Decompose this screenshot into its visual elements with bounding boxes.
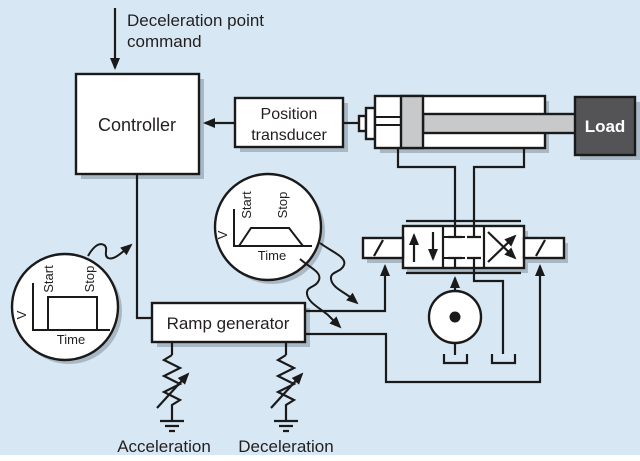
tank-symbol-left bbox=[442, 354, 469, 365]
left-solenoid bbox=[361, 236, 405, 260]
acceleration-potentiometer bbox=[156, 342, 190, 433]
transducer-probe bbox=[375, 116, 402, 126]
transducer-label-line2: transducer bbox=[251, 127, 327, 144]
time-axis-label: Time bbox=[57, 332, 85, 347]
ramp-generator-label: Ramp generator bbox=[167, 314, 290, 333]
start-label: Start bbox=[41, 265, 56, 293]
command-label-line2: command bbox=[127, 32, 202, 51]
ground-icon bbox=[274, 419, 298, 433]
v-axis-label: V bbox=[14, 310, 29, 319]
axes bbox=[32, 283, 110, 331]
valve-center-position bbox=[444, 226, 505, 354]
bottom-margin-strip bbox=[0, 455, 640, 461]
axes bbox=[233, 209, 312, 247]
controller-box: Controller bbox=[74, 72, 201, 176]
hydraulic-cylinder bbox=[373, 94, 578, 150]
directional-valve bbox=[361, 219, 566, 354]
valve-body bbox=[401, 224, 526, 270]
acceleration-label: Acceleration bbox=[117, 437, 211, 456]
wiper-arrow bbox=[270, 372, 304, 409]
trapezoid-curve bbox=[238, 227, 304, 247]
start-label: Start bbox=[239, 191, 254, 219]
trapezoid-inset-callout-squiggles bbox=[299, 242, 359, 329]
wiper-arrow bbox=[156, 372, 190, 409]
v-axis-label: V bbox=[215, 230, 230, 239]
valve-left-position bbox=[409, 232, 438, 262]
load-label: Load bbox=[585, 117, 626, 136]
time-axis-label: Time bbox=[258, 248, 286, 263]
ground-icon bbox=[160, 419, 184, 433]
transducer-label-line1: Position bbox=[261, 106, 318, 123]
stop-label: Stop bbox=[82, 266, 97, 293]
deceleration-label: Deceleration bbox=[238, 437, 333, 456]
trapezoid-profile-inset: V Start Stop Time bbox=[213, 172, 323, 282]
step-curve bbox=[47, 296, 98, 330]
stop-label: Stop bbox=[275, 192, 290, 219]
controller-to-ramp-line bbox=[135, 174, 151, 320]
position-transducer-box: Position transducer bbox=[233, 96, 345, 149]
step-profile-inset: V Start Stop Time bbox=[10, 252, 120, 362]
deceleration-potentiometer bbox=[270, 342, 304, 433]
tank-symbol-right bbox=[490, 354, 517, 365]
controller-label: Controller bbox=[98, 115, 176, 135]
upper-pilot-line bbox=[305, 264, 390, 313]
piston-rod bbox=[421, 112, 578, 135]
piston bbox=[399, 94, 425, 150]
step-inset-callout-squiggle bbox=[87, 243, 133, 260]
right-solenoid bbox=[522, 236, 566, 260]
cylinder-port-lines bbox=[396, 148, 526, 236]
valve-right-position bbox=[487, 231, 517, 263]
load-box: Load bbox=[573, 95, 637, 157]
ramp-generator-box: Ramp generator bbox=[150, 301, 307, 344]
pump-symbol bbox=[427, 276, 483, 355]
command-label-line1: Deceleration point bbox=[127, 11, 264, 30]
lower-pilot-line bbox=[305, 264, 545, 384]
